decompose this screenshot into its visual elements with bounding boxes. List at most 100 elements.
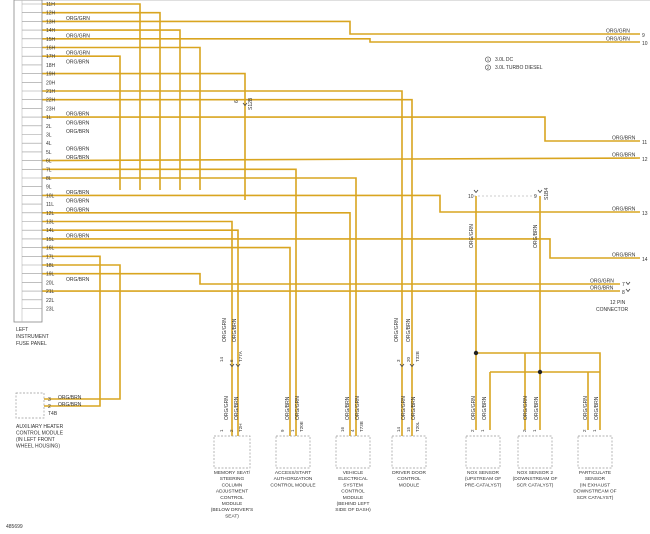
wire-label: ORG/BRN [590, 286, 614, 292]
fuse-pin-label: 6L [46, 159, 52, 165]
wire-ref: 9 [642, 33, 645, 39]
fuse-pin-label: 13H [46, 19, 56, 25]
fuse-pin-label: 16H [46, 46, 56, 52]
module-name: CONTROL [397, 476, 421, 482]
fuse-pin-label: 18H [46, 63, 56, 69]
connector-code: S1B4 [544, 188, 550, 200]
module-name: VEHICLE [343, 470, 364, 476]
wire-label: ORG/BRN [66, 155, 90, 161]
module-name: STEERING [220, 476, 245, 482]
wire-label: ORG/BRN [533, 224, 539, 248]
aux-heater-box [15, 392, 45, 419]
wire-label: ORG/GRN [394, 318, 400, 342]
panel-drop-wire [42, 72, 246, 200]
connector-name: 12 PIN [610, 300, 626, 306]
fuse-pin-label: 15L [46, 237, 55, 243]
module-pin: 2 [470, 429, 475, 432]
wire-label: ORG/GRN [401, 396, 407, 420]
module-pin: 9 [280, 429, 285, 432]
module-code: T73B [359, 421, 364, 432]
wire-mod2-a [42, 246, 291, 436]
wire-mod4-a [42, 90, 403, 436]
wire-label: ORG/GRN [606, 29, 630, 35]
wire-label: ORG/GRN [469, 224, 475, 248]
wire-label: ORG/BRN [66, 277, 90, 283]
wire-mod3-a [42, 212, 351, 436]
wire-label: ORG/BRN [345, 396, 351, 420]
wire-label: ORG/BRN [285, 396, 291, 420]
module-name: SYSTEM [343, 482, 363, 488]
fuse-pin-label: 5L [46, 150, 52, 156]
fuse-panel-name: FUSE PANEL [16, 341, 47, 347]
module-box [465, 435, 501, 469]
panel-drop-wire [42, 46, 201, 190]
fuse-pin-label: 20H [46, 80, 56, 86]
wire-label: ORG/GRN [224, 396, 230, 420]
wire-ref: 14 [642, 257, 648, 263]
module-box [517, 435, 553, 469]
fuse-panel-name: LEFT [16, 327, 28, 333]
panel-drop-wire [42, 55, 121, 190]
fuse-panel-name: INSTRUMENT [16, 334, 49, 340]
wire-label: ORG/BRN [58, 395, 82, 401]
wire-mod4-b [42, 98, 413, 436]
module-code: T20L [415, 421, 420, 432]
module-pin: 2 [582, 429, 587, 432]
module-pin: 4 [350, 429, 355, 432]
legend-num: 1 [487, 57, 490, 62]
module-pin: 1 [592, 429, 597, 432]
splice-dot [537, 369, 543, 375]
connector-pin-mark [625, 281, 631, 286]
module-box [391, 435, 427, 469]
wire-label: ORG/BRN [66, 190, 90, 196]
legend-text: 3.0L TURBO DIESEL [495, 65, 543, 71]
connector-pin: 6 [234, 100, 240, 103]
aux-heater-name: CONTROL MODULE [16, 431, 64, 437]
fuse-pin-label: 15H [46, 37, 56, 43]
wire-bus-grn [476, 352, 601, 430]
module-pin: 14 [396, 426, 401, 432]
wire-label: ORG/BRN [232, 318, 238, 342]
connector-pin-mark [537, 189, 543, 194]
fuse-pin-label: 3L [46, 133, 52, 139]
wire-label: ORG/BRN [66, 233, 90, 239]
fuse-pin-label: 7L [46, 167, 52, 173]
module-name: ACCESS/START [275, 470, 311, 476]
panel-drop-wire [42, 11, 161, 190]
wire-mod3-b [42, 177, 357, 436]
fuse-pin-label: 19L [46, 272, 55, 278]
fuse-pin-label: 22H [46, 98, 56, 104]
module-name: PRE-CATALYST) [465, 482, 502, 488]
module-name: (BELOW DRIVER'S [211, 507, 254, 513]
module-pin: 14 [219, 356, 224, 362]
aux-pin: 3 [48, 397, 51, 403]
module-name: PARTICULATE [579, 470, 611, 476]
wire-label: ORG/BRN [411, 396, 417, 420]
fuse-pin-label: 12L [46, 211, 55, 217]
panel-drop-wire [42, 3, 141, 190]
module-name: DOWNSTREAM OF [573, 489, 616, 495]
module-name: SEAT) [225, 513, 239, 519]
fuse-pin-label: 8L [46, 176, 52, 182]
wire-label: ORG/GRN [66, 16, 90, 22]
fuse-pin-label: 19H [46, 72, 56, 78]
fuse-pin-label: 17H [46, 54, 56, 60]
wire-ref: 10 [642, 41, 648, 47]
legend-marker [485, 64, 491, 71]
module-name: ADJUSTMENT [216, 489, 248, 495]
fuse-panel: 11H12H13H14H15H16H17H18H19H20H21H22H23H1… [13, 0, 56, 323]
module-pin: 1 [219, 429, 224, 432]
fuse-pin-label: 22L [46, 298, 55, 304]
module-pin: 1 [290, 429, 295, 432]
wire-label: ORG/GRN [222, 318, 228, 342]
wire-label: ORG/BRN [66, 112, 90, 118]
module-name: NOX SENSOR [467, 470, 500, 476]
wire-11 [42, 116, 640, 142]
wire-label: ORG/BRN [234, 396, 240, 420]
wire-ref: 12 [642, 157, 648, 163]
module-box [213, 435, 251, 469]
module-name: SENSOR [585, 476, 606, 482]
fuse-pin-label: 12H [46, 11, 56, 17]
